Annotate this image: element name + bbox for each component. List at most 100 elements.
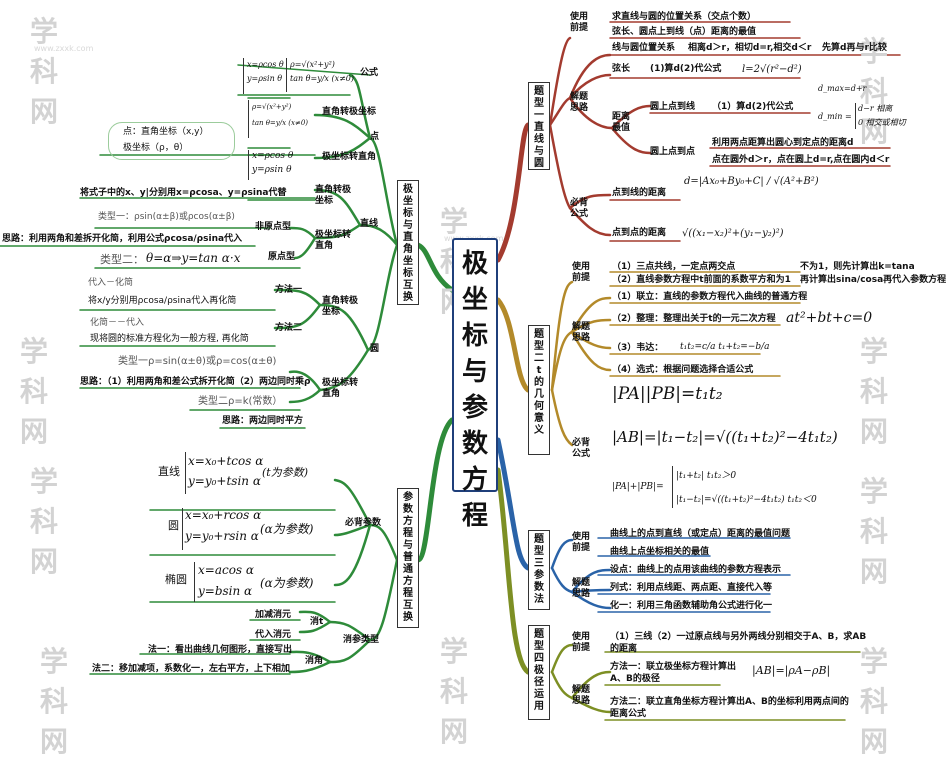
t4-premise-label: 使用前提 [572, 632, 591, 653]
t1-distance-label: 距离最值 [612, 112, 631, 133]
t1-approach-label: 解题思路 [570, 92, 589, 113]
t3-premise-2: 曲线上点坐标相关的最值 [610, 547, 710, 557]
param-line-note: (t为参数) [262, 466, 309, 479]
elim-method2: 法二：移加减项，系数化一，左右平方，上下相加 [92, 664, 291, 674]
t1-premise-2: 弦长、圆点上到线（点）距离的最值 [612, 27, 757, 37]
t2-premise-4: 再计算出sina/cosa再代入参数方程 [800, 275, 947, 285]
t1-ctl-method: （1）算d(2)代公式 [712, 102, 794, 112]
t3-step1: 设点：曲线上的点用该曲线的参数方程表示 [610, 565, 782, 575]
t2-approach-label: 解题思路 [572, 322, 591, 343]
param-circle-f1: x=x₀+rcos α [185, 508, 262, 522]
watermark-logo: 学科网 [860, 35, 889, 148]
param-conversion-topic: 参数方程与普通方程互换 [397, 488, 419, 628]
t3-premise-label: 使用前提 [572, 532, 591, 553]
param-circle-label: 圆 [168, 519, 179, 532]
t1-chord-formula: l=2√(r²−d²) [742, 64, 802, 75]
t1-ptp-formula: √((x₁−x₂)²+(y₁−y₂)²) [682, 228, 784, 239]
t1-ctl-f-min: d_min = [818, 112, 852, 121]
line-p2r-label: 极坐标转直角 [315, 230, 352, 251]
param-ellipse-f2: y=bsin α [198, 584, 253, 598]
t4-premise-2: 的距离 [610, 644, 638, 654]
t4-method1-b: A、B的极径 [610, 674, 660, 684]
polar-conversion-topic: 极坐标与直角坐标互换 [397, 180, 419, 305]
point-desc-box: 点：直角坐标（x,y） 极坐标（ρ，θ） [108, 122, 235, 160]
watermark-logo: 学科网 [440, 635, 469, 748]
to-rect-label: 极坐标转直角 [322, 152, 377, 162]
t2-premise-1: （1）三点共线，一定点两交点 [612, 262, 736, 272]
t4-method2-a: 方法二：联立直角坐标方程计算出A、B的坐标利用两点间的 [610, 697, 849, 707]
circle-r2p-label: 直角转极坐标 [322, 296, 359, 317]
t2-formula3-prefix: |PA|+|PB|= [612, 482, 664, 492]
to-rect-f2: y=ρsin θ [252, 165, 292, 175]
t2-step1: （1）联立：直线的参数方程代入曲线的普通方程 [612, 292, 808, 302]
watermark-logo: 学科网 [30, 465, 59, 578]
param-line-f2: y=y₀+tsin α [188, 474, 261, 488]
t2-formula3b: |t₁−t₂|=√((t₁+t₂)²−4t₁t₂) t₁t₂＜0 [676, 495, 817, 505]
t1-ctl-f2b: 0 相交或相切 [858, 118, 906, 127]
type1-topic: 题型一直线与圆 [528, 82, 550, 170]
t2-premise-3: 不为1，则先计算出k=tana [800, 262, 915, 272]
center-topic: 极坐标与参数方程 [452, 238, 498, 531]
center-title: 极坐标与参数方程 [461, 249, 488, 531]
watermark-logo: 学科网 [20, 335, 49, 448]
elim-angle-label: 消角 [305, 656, 324, 666]
t1-ctp-1: 利用两点距算出圆心到定点的距离d [712, 138, 854, 148]
t1-point-to-point: 点到点的距离 [612, 228, 667, 238]
method1-label: 方法一 [275, 285, 303, 295]
t1-premise-label: 使用前提 [570, 12, 589, 33]
watermark-logo: 学科网 [860, 335, 889, 448]
type3-title: 题型三参数法 [534, 534, 544, 605]
line-label: 直线 [360, 219, 379, 229]
must-know-params-label: 必背参数 [345, 518, 382, 528]
t1-ctl-f1: d_max=d+r [818, 84, 867, 93]
formula-a2: y=ρsin θ [247, 74, 283, 83]
line-type1: 类型一：ρsin(α±β)或ρcos(α±β) [98, 212, 235, 222]
t2-premise-2: （2）直线参数方程中t前面的系数平方和为1 [612, 275, 791, 285]
addsub-label: 加减消元 [255, 610, 292, 620]
t2-step4: （4）选式：根据问题选择合适公式 [612, 365, 754, 375]
method1-line2: 将x/y分别用ρcosa/ρsina代入再化简 [88, 296, 237, 306]
line-r2p-text: 将式子中的x、y|分别用x=ρcosa、y=ρsina代替 [80, 188, 287, 198]
formula-b1: ρ=√(x²+y²) [290, 60, 335, 69]
t1-circle-to-point: 圆上点到点 [650, 147, 696, 157]
circle-type2: 类型二ρ=k(常数） [198, 396, 283, 407]
point-label: 点 [370, 132, 380, 142]
method2-line2: 现将圆的标准方程化为一般方程, 再化简 [90, 334, 249, 344]
elim-type-label: 消参类型 [343, 635, 380, 645]
formula-label: 公式 [360, 68, 379, 78]
type2-title: 题型二t的几何意义 [534, 329, 544, 436]
t1-ctl-f2a: d−r 相离 [858, 104, 893, 113]
formula-a1: x=ρcos θ [247, 60, 284, 69]
param-circle-f2: y=y₀+rsin α [185, 529, 259, 543]
param-ellipse-label: 椭圆 [165, 573, 187, 586]
t4-method2-b: 距离公式 [610, 709, 647, 719]
point-desc-1: 点：直角坐标（x,y） [123, 127, 209, 137]
t1-premise-1: 求直线与圆的位置关系（交点个数） [612, 12, 757, 22]
polar-conversion-title: 极坐标与直角坐标互换 [403, 184, 413, 303]
to-polar-f1: ρ=√(x²+y²) [252, 103, 292, 111]
formula-b2: tan θ=y/x (x≠0) [290, 74, 355, 83]
t4-approach-label: 解题思路 [572, 685, 591, 706]
point-formula-box: x=ρcos θ y=ρsin θ ρ=√(x²+y²) tan θ=y/x (… [243, 58, 364, 94]
t2-formula1: |PA||PB|=t₁t₂ [612, 384, 723, 404]
t4-method1-formula: |AB|=|ρA−ρB| [752, 664, 831, 677]
subst-label: 代入消元 [255, 630, 292, 640]
param-ellipse-f1: x=acos α [198, 563, 254, 577]
t3-step3: 化一：利用三角函数辅助角公式进行化一 [610, 601, 773, 611]
line-type2-label: 类型二： [100, 253, 144, 266]
t4-premise-1: （1）三线（2）一过原点线与另外两线分别相交于A、B，求AB [610, 632, 867, 642]
t1-position-label: 线与圆位置关系 [612, 43, 676, 53]
type1-title: 题型一直线与圆 [534, 86, 544, 169]
to-polar-label: 直角转极坐标 [322, 107, 377, 117]
type4-topic: 题型四极径运用 [528, 625, 550, 720]
origin-label: 原点型 [268, 252, 296, 262]
t2-formula2: |AB|=|t₁−t₂|=√((t₁+t₂)²−4t₁t₂) [612, 428, 838, 446]
line-type2-formula: θ=α⇒y=tan α·x [146, 251, 241, 265]
watermark-logo: 学科网 [30, 15, 59, 128]
t2-step3: （3）韦达： [612, 343, 664, 353]
t1-position-relation: 相离d＞r，相切d=r,相交d＜r [688, 43, 812, 53]
t1-ptl-formula: d=|Ax₀+By₀+C| / √(A²+B²) [684, 176, 819, 187]
type3-topic: 题型三参数法 [528, 530, 550, 610]
circle-p2r-label: 极坐标转直角 [322, 378, 359, 399]
elim-method1: 法一：看出曲线几何图形，直接写出 [148, 645, 293, 655]
